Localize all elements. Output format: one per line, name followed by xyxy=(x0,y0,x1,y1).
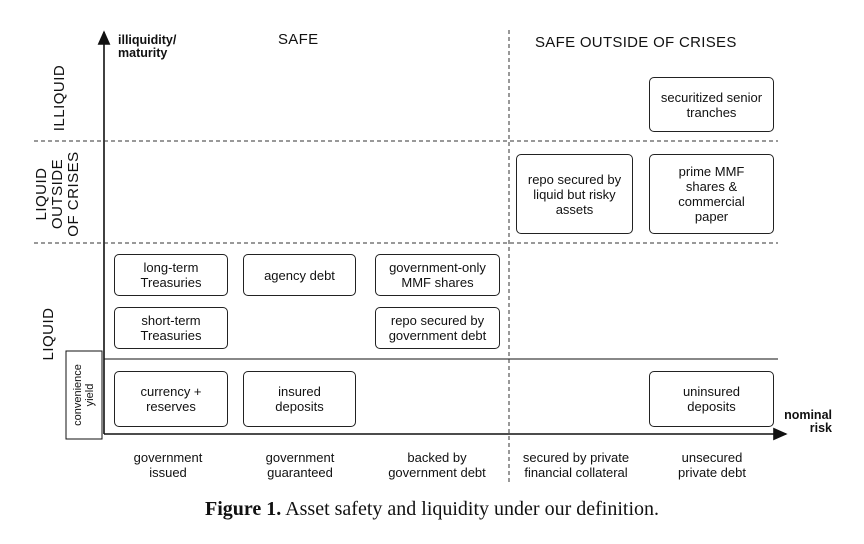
row-label-liquid-outside-crises: LIQUID OUTSIDE OF CRISES xyxy=(33,151,82,237)
convenience-yield-label: convenience yield xyxy=(72,364,96,426)
box-agency-debt: agency debt xyxy=(243,254,356,296)
box-government-only-mmf: government-only MMF shares xyxy=(375,254,500,296)
box-uninsured-deposits: uninsured deposits xyxy=(649,371,774,427)
box-prime-mmf: prime MMF shares & commercial paper xyxy=(649,154,774,234)
caption-label: Figure 1. xyxy=(204,498,282,520)
figure-caption: Figure 1. Asset safety and liquidity und… xyxy=(0,498,864,521)
box-insured-deposits: insured deposits xyxy=(243,371,356,427)
box-securitized-senior-tranches: securitized senior tranches xyxy=(649,77,774,132)
box-repo-government-debt: repo secured by government debt xyxy=(375,307,500,349)
convenience-yield-frame xyxy=(65,350,103,440)
row-label-liquid: LIQUID xyxy=(40,307,57,361)
box-currency-reserves: currency + reserves xyxy=(114,371,228,427)
row-label-illiquid: ILLIQUID xyxy=(51,64,68,132)
x-axis-label: nominal risk xyxy=(784,408,832,435)
caption-text: Asset safety and liquidity under our def… xyxy=(285,498,660,520)
box-repo-risky-assets: repo secured by liquid but risky assets xyxy=(516,154,633,234)
box-short-term-treasuries: short-term Treasuries xyxy=(114,307,228,349)
header-safe-outside-crises: SAFE OUTSIDE OF CRISES xyxy=(535,34,737,51)
box-long-term-treasuries: long-term Treasuries xyxy=(114,254,228,296)
header-safe: SAFE xyxy=(278,31,319,48)
column-label-secured-by-private-collateral: secured by private financial collateral xyxy=(522,450,630,480)
column-label-government-guaranteed: government guaranteed xyxy=(265,450,335,480)
y-axis-label: illiquidity/ maturity xyxy=(118,33,177,60)
column-label-government-issued: government issued xyxy=(133,450,203,480)
column-label-unsecured-private-debt: unsecured private debt xyxy=(678,450,746,480)
column-label-backed-by-government-debt: backed by government debt xyxy=(388,450,486,480)
